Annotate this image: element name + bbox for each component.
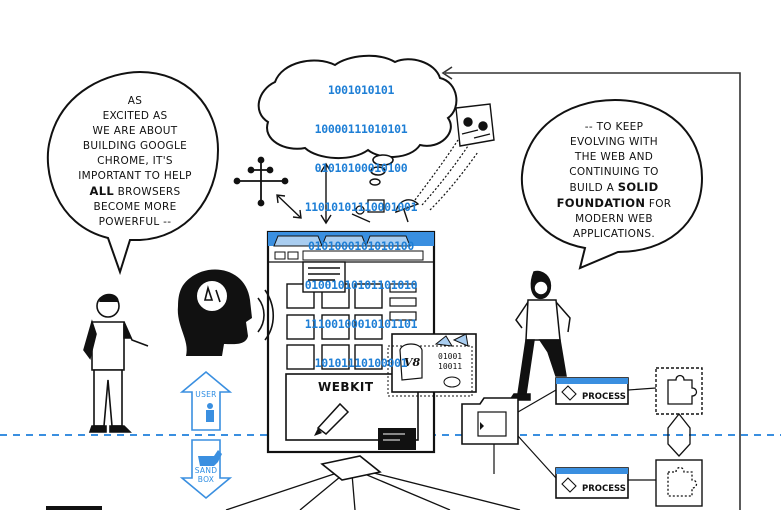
left-bubble-line: we are about: [92, 125, 178, 137]
network-node-icon: [233, 156, 289, 207]
thought-dot-small: [369, 178, 381, 186]
plugin-link-chain: [667, 412, 691, 457]
binary-row: 01001010101101010: [304, 278, 418, 292]
sand-label: SAND: [194, 466, 218, 475]
left-bubble-line: important to help: [78, 170, 192, 182]
webkit-label: WEBKIT: [318, 380, 374, 394]
user-arrow: [179, 370, 233, 431]
left-bubble-line: all browsers: [60, 184, 210, 200]
right-bubble-line: the web and: [574, 151, 654, 163]
right-bubble-line: build a solid: [534, 180, 694, 196]
terminal-box: [378, 428, 416, 450]
left-speech-bubble: [46, 70, 220, 276]
thought-dot-large: [372, 154, 394, 166]
satellite-dish-icon: [395, 199, 420, 223]
thought-dot-medium: [370, 166, 386, 176]
man-figure: [83, 293, 149, 433]
binary-row: 1001010101: [327, 83, 395, 97]
feedback-arrow: [441, 66, 741, 510]
dog-icon: [198, 450, 222, 466]
emphasis-foundation: foundation: [556, 196, 646, 210]
pirate-flag-icon: [455, 103, 495, 147]
v8-binary-row: 10011: [438, 362, 463, 371]
process-connectors: [493, 387, 657, 481]
right-bubble-line: continuing to: [569, 166, 659, 178]
binary-row: 01010100010100: [314, 161, 408, 175]
folder-block: [461, 397, 519, 445]
corner-bar: [46, 506, 102, 510]
process-box-2: [555, 467, 629, 499]
binary-thought-cloud: [257, 54, 458, 160]
vertical-double-arrow: [320, 162, 332, 225]
right-bubble-line: foundation for: [534, 196, 694, 212]
process-box-1: [555, 377, 629, 405]
process-label-2: PROCESS: [582, 484, 626, 494]
head-silhouette-icon: [177, 269, 275, 356]
right-bubble-fragment: for: [648, 198, 672, 210]
right-bubble-line: -- to keep: [584, 121, 644, 133]
emphasis-all: all: [89, 184, 114, 198]
robot-icon: [351, 199, 385, 223]
left-bubble-line: building Google: [82, 140, 188, 152]
user-label: USER: [195, 390, 217, 399]
thumbnail-grid: [286, 283, 383, 370]
left-bubble-line: excited as: [102, 110, 168, 122]
left-bubble-fragment: browsers: [117, 186, 181, 198]
plugin-puzzle-2: [655, 459, 703, 507]
plugin-puzzle-1: [655, 367, 703, 415]
binary-row: 11100100010101101: [304, 317, 418, 331]
left-bubble-text: As excited as we are about building Goog…: [60, 94, 210, 230]
emphasis-solid: solid: [617, 180, 659, 194]
processor-chip: [225, 455, 521, 510]
right-bubble-line: applications.: [572, 228, 656, 240]
box-label: BOX: [197, 475, 215, 484]
right-bubble-line: modern web: [575, 213, 653, 225]
left-bubble-line: powerful --: [98, 216, 172, 228]
v8-engine-box: [387, 333, 477, 397]
left-bubble-line: As: [127, 95, 143, 107]
right-bubble-line: evolving with: [570, 136, 658, 148]
v8-binary-row: 01001: [438, 352, 463, 361]
binary-row: 0101000101010100: [308, 239, 414, 253]
sidebar-lines: [389, 283, 417, 321]
binary-row: 11010101110001001: [304, 200, 418, 214]
left-bubble-line: Chrome, it's: [97, 155, 173, 167]
cloud-binary-text: 1001010101 10000111010101 01010100010100…: [272, 58, 450, 383]
binary-row: 10101110100001: [314, 356, 408, 370]
right-bubble-text: -- to keep evolving with the web and con…: [534, 120, 694, 242]
right-bubble-fragment: build a: [569, 182, 615, 194]
signal-waves-icon: [414, 139, 479, 211]
right-speech-bubble: [520, 98, 704, 270]
user-figure-icon: [206, 403, 214, 422]
floating-document: [302, 261, 346, 293]
binary-row: 10000111010101: [314, 122, 408, 136]
v8-label: V8: [404, 356, 421, 369]
left-bubble-line: become more: [93, 201, 177, 213]
diagonal-double-arrow: [276, 194, 302, 219]
process-label-1: PROCESS: [582, 392, 626, 402]
